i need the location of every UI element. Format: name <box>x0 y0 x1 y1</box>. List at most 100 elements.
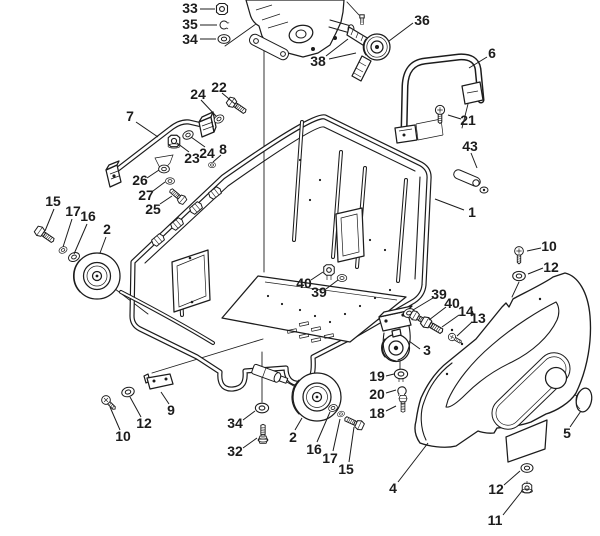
panel-cutout <box>445 301 560 408</box>
wheel-front-left <box>73 252 121 300</box>
callout-9: 9 <box>167 402 175 418</box>
leader-line-17 <box>62 218 73 248</box>
leader-line-16 <box>316 411 331 443</box>
bracket-9 <box>143 373 174 390</box>
callout-12: 12 <box>543 259 559 275</box>
leader-line-19 <box>385 373 395 377</box>
callout-20: 20 <box>369 386 385 402</box>
leader-line-15 <box>44 208 55 232</box>
nut-33 <box>215 2 229 16</box>
handlebar <box>105 111 217 188</box>
callout-15: 15 <box>45 193 61 209</box>
callout-39: 39 <box>431 286 447 302</box>
leader-line-39 <box>412 297 434 311</box>
callout-10: 10 <box>541 238 557 254</box>
cap-5 <box>575 387 593 413</box>
callout-7: 7 <box>126 108 134 124</box>
leader-line-24 <box>200 99 217 117</box>
callout-8: 8 <box>219 141 227 157</box>
engine-mount-bar <box>249 33 289 61</box>
callout-4: 4 <box>389 480 397 496</box>
leader-line-4 <box>397 442 429 483</box>
callout-6: 6 <box>488 45 496 61</box>
callout-18: 18 <box>369 405 385 421</box>
leader-line-13 <box>456 321 473 337</box>
callout-38: 38 <box>310 53 326 69</box>
leader-line-12 <box>503 470 521 486</box>
leader-line-2 <box>99 236 107 254</box>
leader-line-14 <box>441 314 460 328</box>
washer-34 <box>217 34 231 44</box>
callout-24: 24 <box>199 145 215 161</box>
callout-3: 3 <box>423 342 431 358</box>
leader-line-8 <box>212 154 222 163</box>
leader-line-10 <box>526 247 542 252</box>
callout-34: 34 <box>227 415 243 431</box>
callout-27: 27 <box>138 187 154 203</box>
leader-line-40 <box>310 271 324 281</box>
leader-line-40 <box>428 306 447 321</box>
handle-clamp-block <box>198 111 217 138</box>
callout-2: 2 <box>103 221 111 237</box>
callout-26: 26 <box>132 172 148 188</box>
callout-14: 14 <box>458 303 474 319</box>
panel-lower-plate <box>505 419 548 463</box>
leader-line-18 <box>385 405 397 412</box>
leader-line-38 <box>325 38 349 57</box>
callout-40: 40 <box>444 295 460 311</box>
rear-wall-bracket <box>335 207 365 263</box>
callout-19: 19 <box>369 368 385 384</box>
callout-21: 21 <box>460 112 476 128</box>
leader-line-15 <box>348 426 355 463</box>
caster-assembly <box>378 305 413 363</box>
leader-line-25 <box>159 195 173 205</box>
leader-line-1 <box>434 198 465 211</box>
callout-13: 13 <box>470 310 486 326</box>
leader-line-16 <box>73 223 88 255</box>
callout-5: 5 <box>563 425 571 441</box>
engine-assembly <box>245 0 365 61</box>
pulley <box>362 33 391 61</box>
leader-line-21 <box>447 114 462 120</box>
callout-15: 15 <box>338 461 354 477</box>
callout-12: 12 <box>136 415 152 431</box>
leader-line-26 <box>146 169 160 179</box>
leader-line-23 <box>176 142 190 153</box>
callout-24: 24 <box>190 86 206 102</box>
left-subframe-bracket <box>171 249 211 313</box>
leader-line-34 <box>242 410 256 421</box>
leader-line-27 <box>152 181 166 192</box>
callout-40: 40 <box>296 275 312 291</box>
callout-16: 16 <box>80 208 96 224</box>
main-frame <box>119 117 429 389</box>
leader-line-5 <box>569 410 582 428</box>
leader-line-3 <box>408 340 421 350</box>
leader-line-9 <box>160 391 170 405</box>
washer-26 <box>158 164 170 174</box>
leader-line-11 <box>502 490 523 516</box>
callout-43: 43 <box>462 138 478 154</box>
lift-handle <box>394 57 483 144</box>
handle-left-clamp <box>105 160 122 188</box>
callout-17: 17 <box>322 450 338 466</box>
callout-32: 32 <box>227 443 243 459</box>
leader-line-39 <box>325 279 339 290</box>
grommet-8 <box>208 162 216 168</box>
nut-11 <box>521 482 533 494</box>
washer-27 <box>165 177 175 185</box>
fasteners <box>32 2 534 494</box>
nut-23 <box>167 134 181 148</box>
callout-10: 10 <box>115 428 131 444</box>
callout-34: 34 <box>182 31 198 47</box>
frame-hole-dots <box>266 158 392 324</box>
leader-line-12 <box>527 267 544 275</box>
washer-39 <box>336 274 348 282</box>
mount-bracket-under-bolt <box>415 118 444 141</box>
belt-pulley-group <box>346 26 391 82</box>
washer-34b <box>254 402 270 414</box>
nut-40 <box>323 264 335 276</box>
callout-23: 23 <box>184 150 200 166</box>
